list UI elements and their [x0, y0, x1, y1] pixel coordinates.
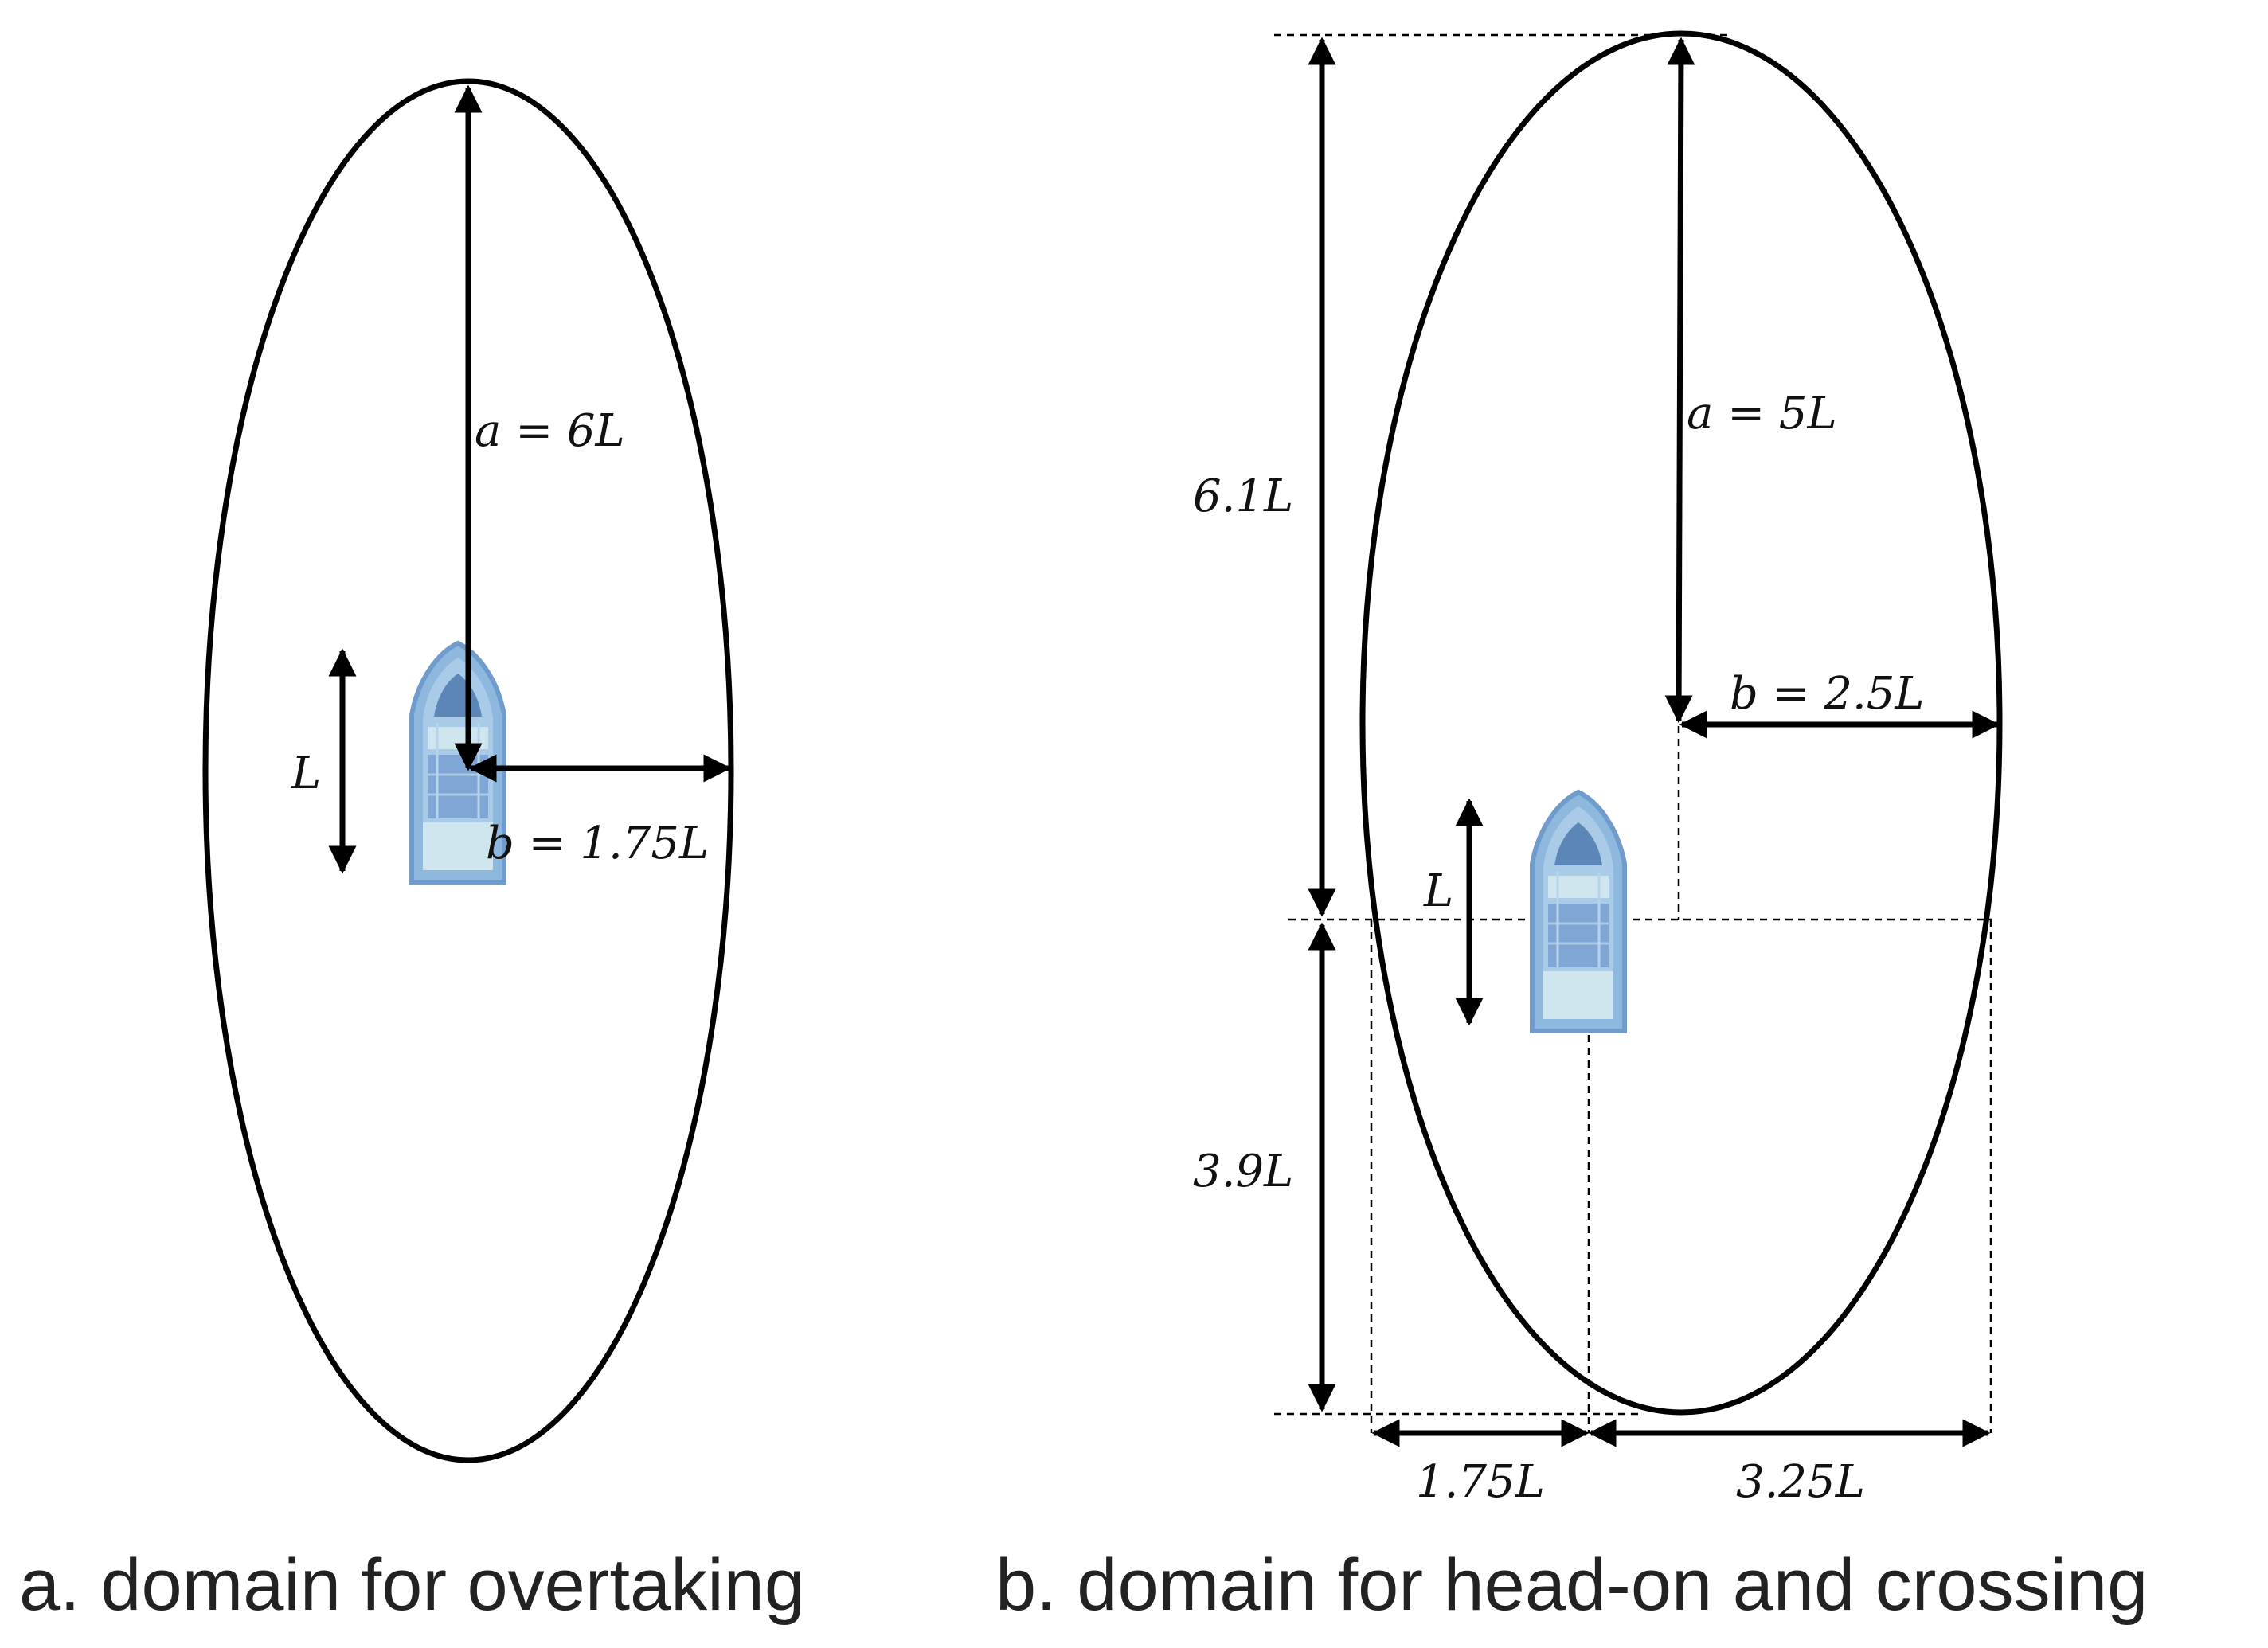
- label-a-value: a = 6L: [475, 405, 625, 457]
- label-right-extent: 3.25L: [1736, 1456, 1865, 1508]
- semi-major-arrow-b: [1664, 37, 1695, 724]
- caption-a: a. domain for overtaking: [19, 1545, 805, 1626]
- caption-a-text: . domain for overtaking: [60, 1545, 805, 1626]
- caption-b-text: . domain for head-on and crossing: [1036, 1545, 2148, 1626]
- label-b-value: b = 2.5L: [1730, 668, 1925, 720]
- label-b-value: b = 1.75L: [486, 818, 709, 869]
- label-a-value: a = 5L: [1687, 388, 1837, 439]
- panel-b: a = 5L b = 2.5L L 6.1L 3.9L 1.75L 3.25L …: [995, 30, 2148, 1626]
- label-L: L: [291, 748, 321, 799]
- caption-b: b. domain for head-on and crossing: [995, 1545, 2148, 1626]
- panel-a: a = 6L b = 1.75L L a. domain for overtak…: [19, 78, 805, 1626]
- label-upper-extent: 6.1L: [1193, 471, 1293, 522]
- label-L: L: [1423, 865, 1453, 917]
- label-lower-extent: 3.9L: [1193, 1146, 1293, 1197]
- caption-a-letter: a: [19, 1545, 61, 1626]
- boat-icon: [1532, 792, 1625, 1031]
- caption-b-letter: b: [995, 1545, 1036, 1626]
- label-left-extent: 1.75L: [1416, 1456, 1545, 1508]
